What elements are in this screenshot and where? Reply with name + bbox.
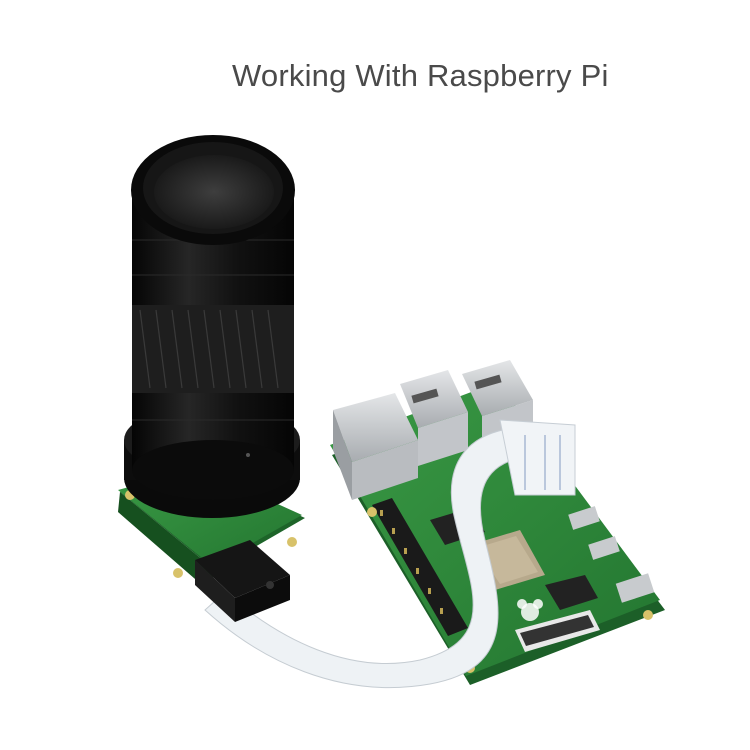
- raspberry-pi-board: [330, 360, 665, 685]
- ribbon-cable: [204, 419, 576, 688]
- camera-lens: [124, 135, 300, 518]
- raspberry-logo: [517, 599, 543, 621]
- page-title: Working With Raspberry Pi: [232, 58, 609, 93]
